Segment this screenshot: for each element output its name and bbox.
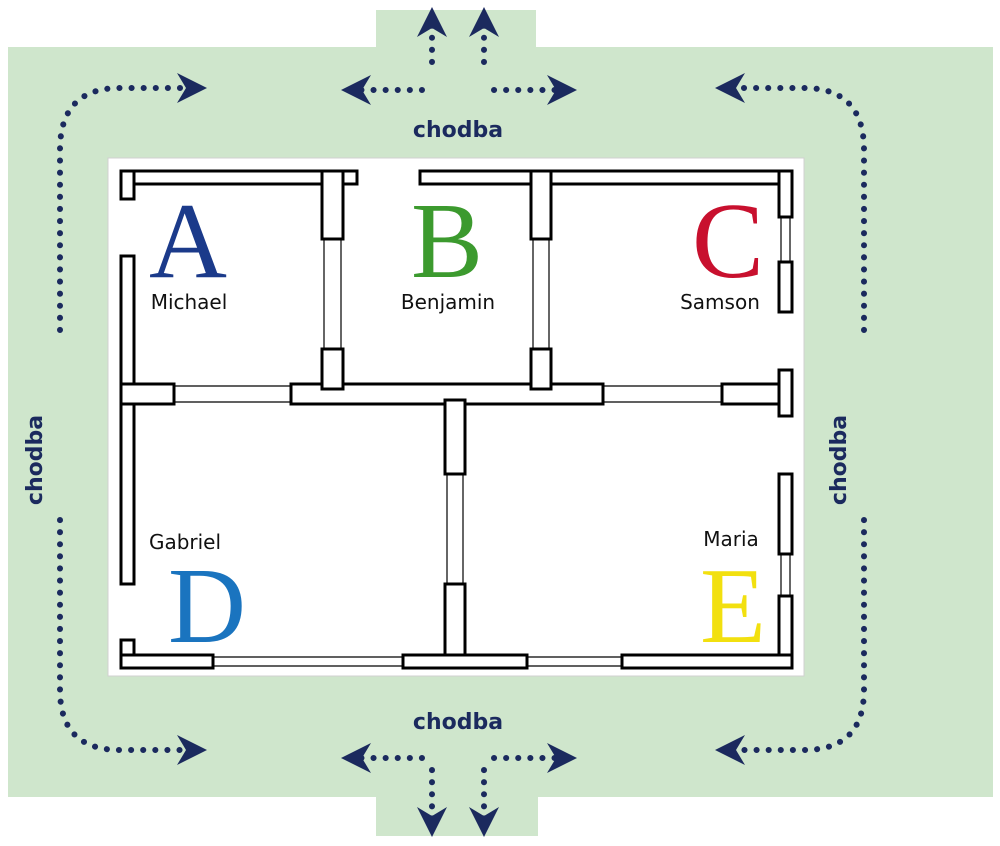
room-c-letter: C <box>692 182 764 301</box>
room-b-letter: B <box>411 182 483 301</box>
room-a-letter: A <box>149 182 227 301</box>
corridor-label-top: chodba <box>413 118 503 143</box>
arrow-bottom-left <box>57 517 207 765</box>
room-b-name: Benjamin <box>401 290 495 314</box>
arrow-bottom-right <box>715 517 867 765</box>
room-e-letter: E <box>700 547 766 666</box>
room-d-name: Gabriel <box>149 530 221 554</box>
room-d-letter: D <box>168 547 246 666</box>
corridor-label-right: chodba <box>827 415 852 505</box>
arrow-top-right <box>715 73 867 333</box>
corridor-label-left: chodba <box>23 415 48 505</box>
room-c-name: Samson <box>680 290 760 314</box>
door-openings <box>121 217 791 667</box>
corridor-label-bottom: chodba <box>413 710 503 735</box>
walls <box>119 169 794 670</box>
room-a-name: Michael <box>151 290 228 314</box>
corridor-arrows <box>57 7 867 837</box>
room-e-name: Maria <box>703 527 759 551</box>
arrow-top-left <box>57 73 207 333</box>
